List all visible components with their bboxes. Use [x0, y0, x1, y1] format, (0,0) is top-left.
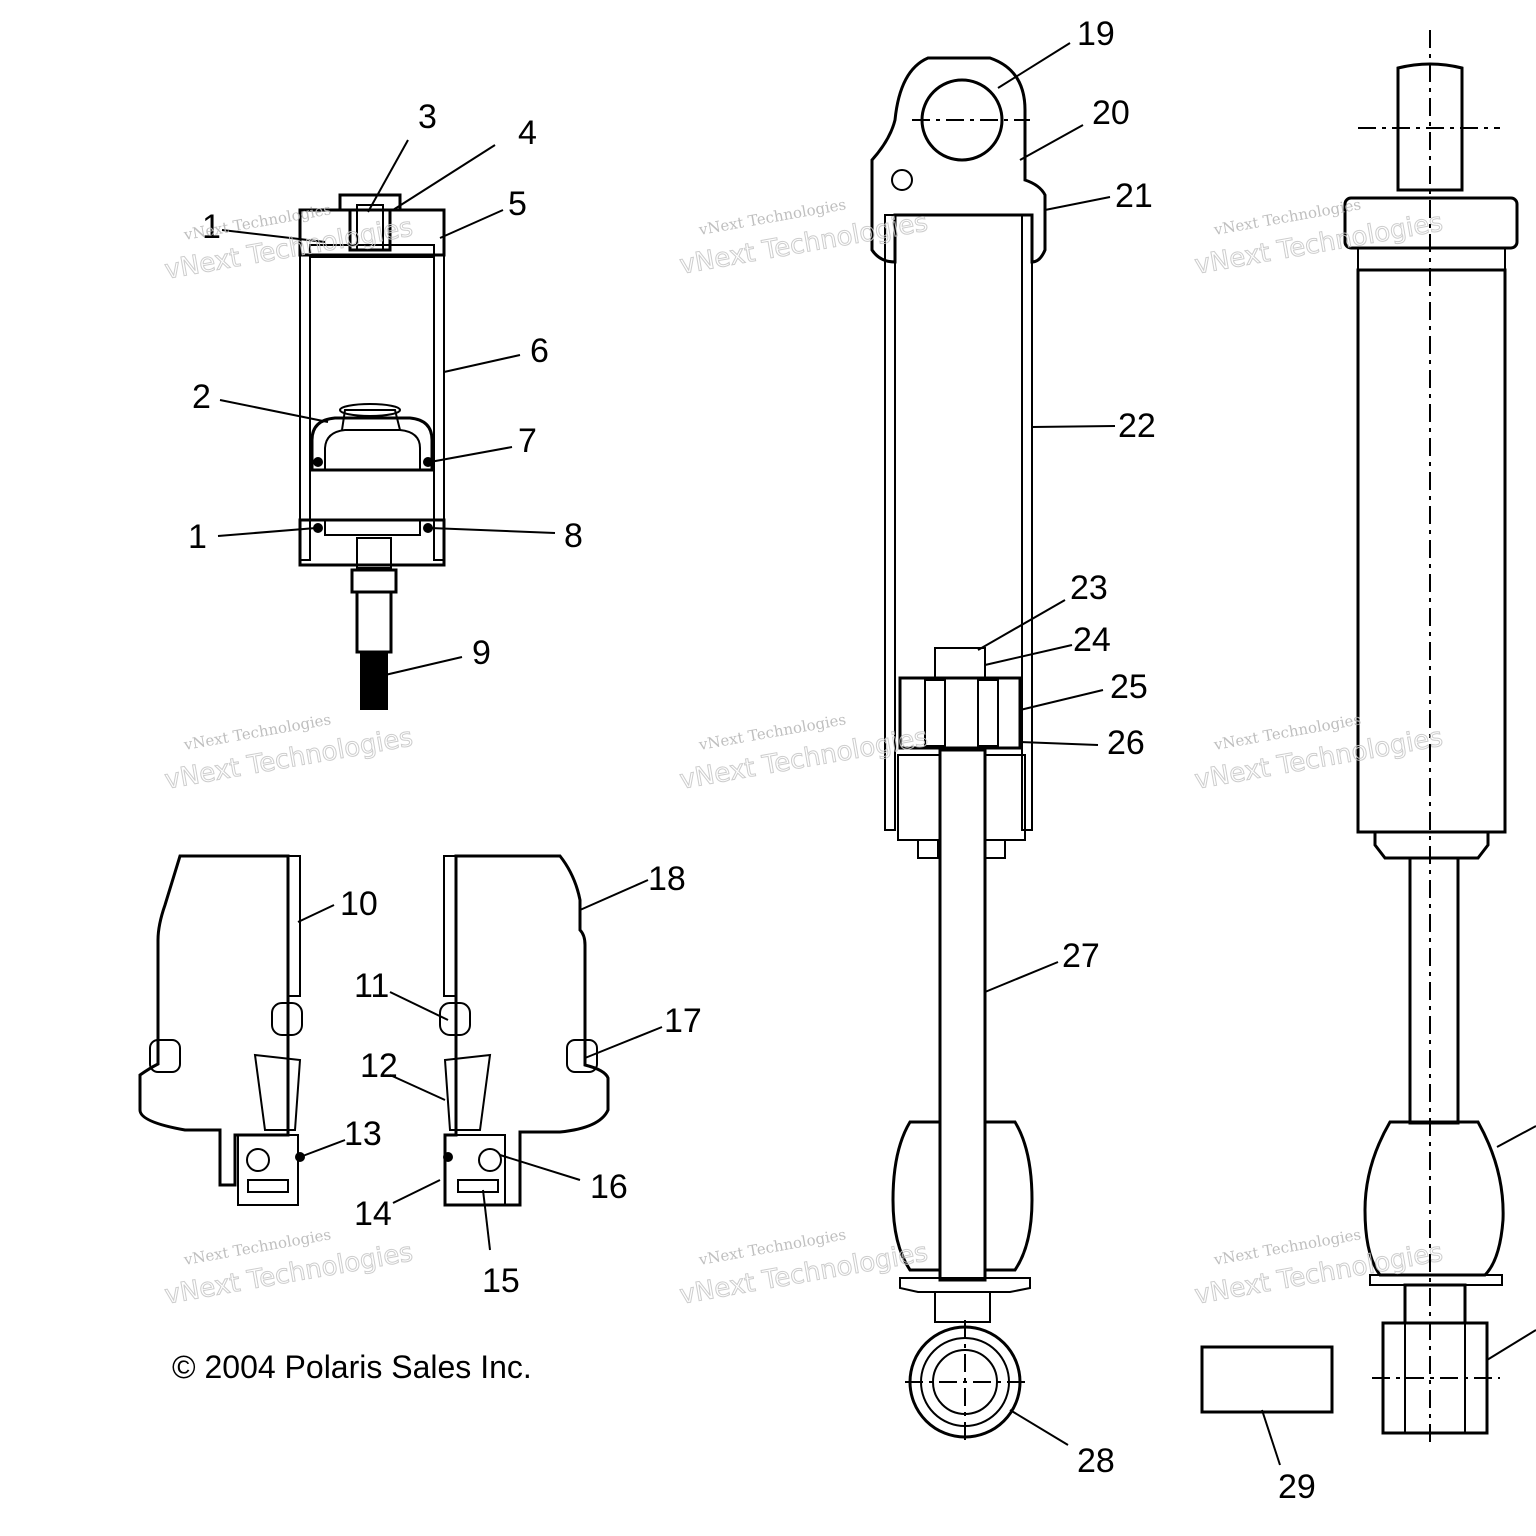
shock-section	[870, 56, 1047, 1445]
callout-25: 25	[1110, 668, 1148, 706]
callout-5: 5	[508, 185, 527, 223]
callout-19: 19	[1077, 15, 1115, 53]
callout-3: 3	[418, 98, 437, 136]
callout-7: 7	[518, 422, 537, 460]
callout-11: 11	[354, 967, 389, 1005]
callout-8: 8	[564, 517, 583, 555]
seal-head-detail	[138, 854, 610, 1207]
callout-4: 4	[518, 114, 537, 152]
callout-9: 9	[472, 634, 491, 672]
callout-6: 6	[530, 332, 549, 370]
shock-assembled	[1200, 30, 1536, 1445]
callout-28: 28	[1077, 1442, 1115, 1480]
leader-lines	[217, 42, 1281, 1466]
callout-20: 20	[1092, 94, 1130, 132]
callout-17: 17	[664, 1002, 702, 1040]
callout-12: 12	[360, 1047, 398, 1085]
callout-29: 29	[1278, 1468, 1316, 1506]
callout-26: 26	[1107, 724, 1145, 762]
callout-1-top: 1	[202, 208, 221, 246]
callout-14: 14	[354, 1195, 392, 1233]
callout-24: 24	[1073, 621, 1111, 659]
callout-23: 23	[1070, 569, 1108, 607]
callout-15: 15	[482, 1262, 520, 1300]
callout-2: 2	[192, 378, 211, 416]
callout-21: 21	[1115, 177, 1153, 215]
reservoir-assembly	[298, 193, 446, 710]
callout-16: 16	[590, 1168, 628, 1206]
callout-18: 18	[648, 860, 686, 898]
callout-10: 10	[340, 885, 378, 923]
callout-27: 27	[1062, 937, 1100, 975]
copyright-text: © 2004 Polaris Sales Inc.	[172, 1349, 532, 1385]
callout-13: 13	[344, 1115, 382, 1153]
callout-1-bottom: 1	[188, 518, 207, 556]
callout-labels: 1 1 2 3 4 5 6 7 8 9 10 11 12 13 14 15 16…	[188, 15, 1316, 1506]
callout-22: 22	[1118, 407, 1156, 445]
